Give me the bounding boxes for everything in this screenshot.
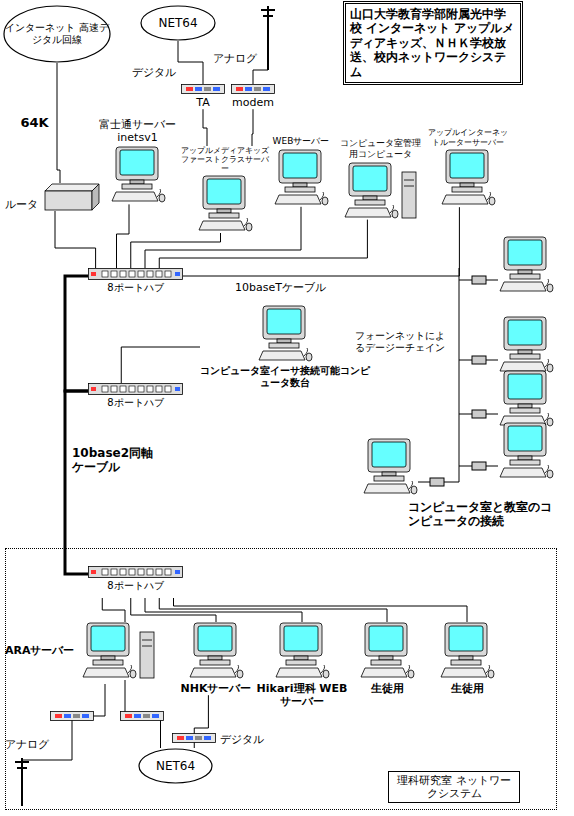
title-box: 山口大学教育学部附属光中学校 インターネット アップルメディアキッズ、ＮＨＫ学校… [345,3,521,83]
cloud-ellipse: インターネット 高速デジタル回線 [3,5,111,63]
node-label: ARAサーバー [5,644,75,657]
node-label: 8ポートハブ [107,580,163,592]
network-cable [102,598,125,622]
device-symbol [231,84,275,94]
hub-symbol [88,268,183,280]
node-label: TA [196,96,209,109]
modem-device: modem [228,84,278,109]
network-cable [159,598,387,622]
computer-symbol [81,622,155,680]
node-label: アップルインターネットルーターサーバー [425,128,511,147]
network-cable [65,391,88,574]
computer-symbol [274,622,330,680]
node-label: 理科研究室 ネットワークシステム [388,771,520,803]
hub-device: 8ポートハブ [88,383,183,415]
node-label: NET64 [158,16,197,30]
edge-label: 64K [19,115,51,131]
annotation-label: デジタル [132,66,176,79]
network-cable [145,598,302,622]
computer-symbol [439,622,495,680]
network-cable [65,276,88,391]
server-computer: ARAサーバー [5,622,165,680]
client-computer: 生徒用 [352,622,422,695]
node-label: コンピュータ室イーサ接続可能コンピュータ数台 [200,365,370,389]
network-cable [55,211,96,268]
computer-symbol [440,149,496,207]
network-cable [178,41,203,84]
network-ellipse: NET64 [140,5,216,41]
network-region: 理科研究室 ネットワークシステム 8ポートハブ ARAサーバー NHKサーバー Hika… [5,548,557,810]
node-label: アップルメディアキッズファーストクラスサーバー [180,146,270,173]
network-cable [57,63,60,183]
annotation-label: コンピュータ室と教室のコンピュータの接続 [408,500,558,529]
hub-symbol [88,383,183,395]
server-computer: アップルメディアキッズファーストクラスサーバー [180,146,270,233]
server-computer: Hikari理科 WEBサーバー [256,622,348,708]
node-label: 8ポートハブ [107,282,163,294]
device-symbol [181,84,225,94]
node-label: modem [232,96,274,109]
network-cable [203,109,207,146]
network-cable [125,680,161,748]
router-device: ルータ [5,183,105,211]
annotation-label: アナログ [5,738,49,751]
node-label: 生徒用 [371,682,404,695]
hub-device: 8ポートハブ [88,566,183,598]
server-computer: WEBサーバー [268,136,334,207]
client-computer: コンピュータ室イーサ接続可能コンピュータ数台 [200,305,370,389]
antenna-symbol [261,6,275,70]
network-ellipse: NET64 [138,748,213,784]
modem-symbol [51,712,94,721]
computer-symbol [343,162,417,220]
analog-line [253,70,268,84]
annotation-label: 10baseTケーブル [235,281,326,294]
hub-device: 8ポートハブ [88,268,183,300]
node-label: 8ポートハブ [107,397,163,409]
server-computer: アップルインターネットルーターサーバー [425,128,511,207]
network-cable [159,220,367,268]
antenna-symbol [15,758,29,806]
computer-symbol [273,149,329,207]
modem-symbol [121,712,164,721]
network-cable [252,109,253,146]
router-symbol [44,183,100,211]
node-label: コンピュータ室管理用コンピュータ [338,138,422,160]
modem-symbol [173,734,216,743]
daisy-chain-line [418,268,459,482]
network-cable [174,598,468,622]
node-label: インターネット 高速デジタル回線 [3,22,111,46]
computer-symbol [110,146,166,204]
node-label: NHKサーバー [181,682,252,695]
computer-symbol [188,622,244,680]
admin-computer: コンピュータ室管理用コンピュータ [338,138,422,220]
server-computer: 富士通サーバー inetsv1 [95,118,180,204]
node-label: WEBサーバー [273,136,330,147]
node-label: 生徒用 [451,682,484,695]
network-cable [194,695,208,748]
server-computer: NHKサーバー [178,622,254,695]
annotation-label: アナログ [213,52,257,65]
computer-symbol [197,175,253,233]
node-label: NET64 [156,759,195,773]
network-cable [117,204,130,268]
annotation-label: デジタル [220,733,264,746]
node-label: Hikari理科 WEBサーバー [256,682,348,708]
client-computer: 生徒用 [432,622,502,695]
hub-symbol [88,566,183,578]
node-label: 富士通サーバー inetsv1 [95,118,180,144]
annotation-label: 10base2同軸ケーブル [72,446,156,475]
computer-symbol [359,622,415,680]
node-label: ルータ [5,198,38,211]
annotation-label: フォーンネットによるデージーチェイン [355,330,453,354]
terminal-adapter: TA [180,84,226,109]
network-cable [121,347,200,383]
computer-symbol [257,305,313,363]
